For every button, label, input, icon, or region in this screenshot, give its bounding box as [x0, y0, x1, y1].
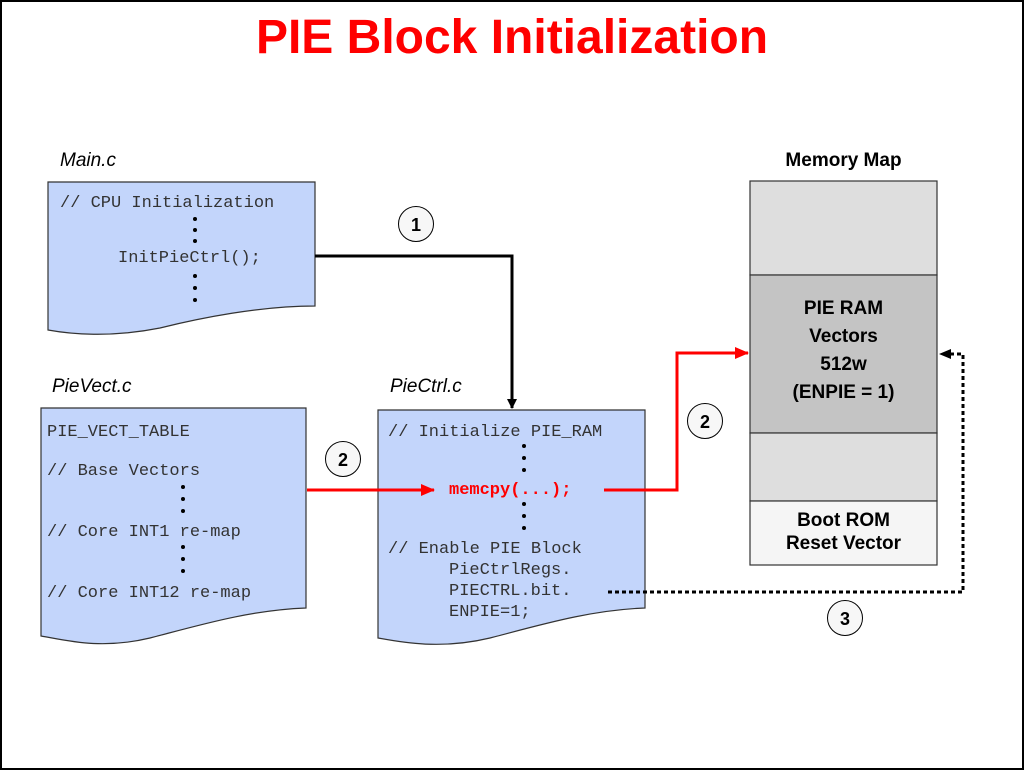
- memory-block-boot-rom: [749, 500, 938, 566]
- memory-block-pie-ram: [749, 274, 938, 434]
- code-line-pie-vect-table: PIE_VECT_TABLE: [47, 423, 190, 442]
- ellipsis-dots-main: [193, 217, 197, 302]
- pie-ram-line-1: PIE RAM: [803, 298, 884, 319]
- code-line-memcpy: memcpy(...);: [449, 481, 572, 500]
- code-line-int1-remap: // Core INT1 re-map: [47, 523, 241, 542]
- step-badge-1: 1: [398, 206, 434, 242]
- main-c-document: [47, 181, 316, 335]
- code-line-init-pie-ram: // Initialize PIE_RAM: [388, 423, 603, 442]
- code-line-enable-pie-block: // Enable PIE Block: [388, 540, 582, 559]
- code-line-int12-remap: // Core INT12 re-map: [47, 584, 252, 603]
- pie-ram-line-2: Vectors: [809, 326, 878, 347]
- pie-ram-line-3: 512w: [820, 354, 867, 375]
- arrow-step2-dest: [604, 347, 749, 492]
- memory-map-title: Memory Map: [785, 150, 902, 171]
- step-badge-2-dest: 2: [687, 403, 723, 439]
- slide-title: PIE Block Initialization: [255, 11, 769, 64]
- code-line-base-vectors: // Base Vectors: [47, 462, 201, 481]
- arrow-step3-enable: [608, 349, 965, 594]
- boot-rom-line-1: Boot ROM: [797, 510, 890, 531]
- step-badge-2-source: 2: [325, 441, 361, 477]
- step-badge-3: 3: [827, 600, 863, 636]
- ellipsis-dots-piectrl: [522, 444, 526, 530]
- memory-block-upper: [749, 180, 938, 276]
- code-line-initpiectrl: InitPieCtrl();: [118, 249, 261, 268]
- file-label-main-c: Main.c: [60, 150, 116, 171]
- memory-block-lower: [749, 432, 938, 502]
- code-line-enpie: ENPIE=1;: [449, 603, 531, 622]
- file-label-pievect-c: PieVect.c: [52, 376, 132, 397]
- arrow-step1-call: [315, 254, 517, 409]
- pie-ram-line-4: (ENPIE = 1): [792, 382, 895, 403]
- code-line-piectrl-bit: PIECTRL.bit.: [449, 582, 572, 601]
- pievect-c-document: [40, 407, 307, 645]
- code-line-cpu-init: // CPU Initialization: [60, 194, 275, 213]
- code-line-piectrlregs: PieCtrlRegs.: [449, 561, 572, 580]
- boot-rom-line-2: Reset Vector: [785, 533, 902, 554]
- file-label-piectrl-c: PieCtrl.c: [390, 376, 462, 397]
- ellipsis-dots-pievect: [181, 485, 185, 573]
- boot-rom-label: Boot ROM Reset Vector: [750, 509, 937, 555]
- pie-ram-label: PIE RAM Vectors 512w (ENPIE = 1): [750, 297, 937, 405]
- piectrl-c-document: [377, 409, 646, 645]
